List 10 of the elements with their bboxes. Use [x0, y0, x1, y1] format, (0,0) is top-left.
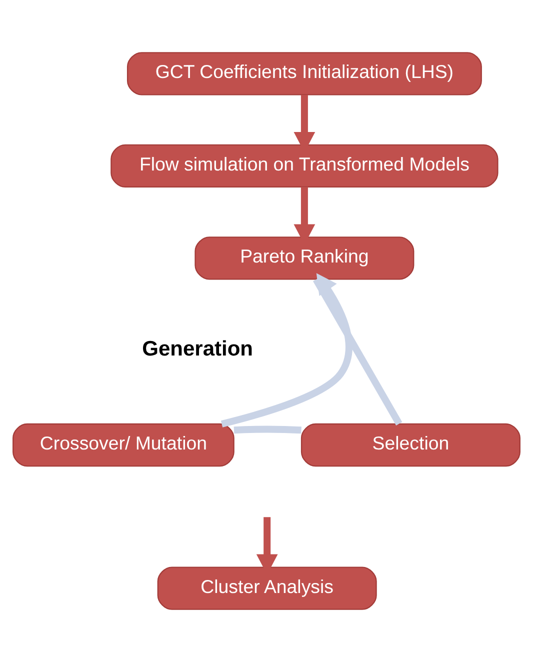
- node-box: Cluster Analysis: [157, 566, 377, 610]
- node-box: Selection: [300, 423, 520, 467]
- node-box: Crossover/ Mutation: [12, 423, 234, 467]
- node-box: Pareto Ranking: [194, 236, 414, 280]
- arrow: [220, 273, 352, 428]
- node-box: GCT Coefficients Initialization (LHS): [126, 52, 482, 96]
- connector: [234, 426, 302, 434]
- connector: [312, 278, 402, 426]
- label: Generation: [142, 338, 253, 361]
- node-box: Flow simulation on Transformed Models: [110, 144, 498, 188]
